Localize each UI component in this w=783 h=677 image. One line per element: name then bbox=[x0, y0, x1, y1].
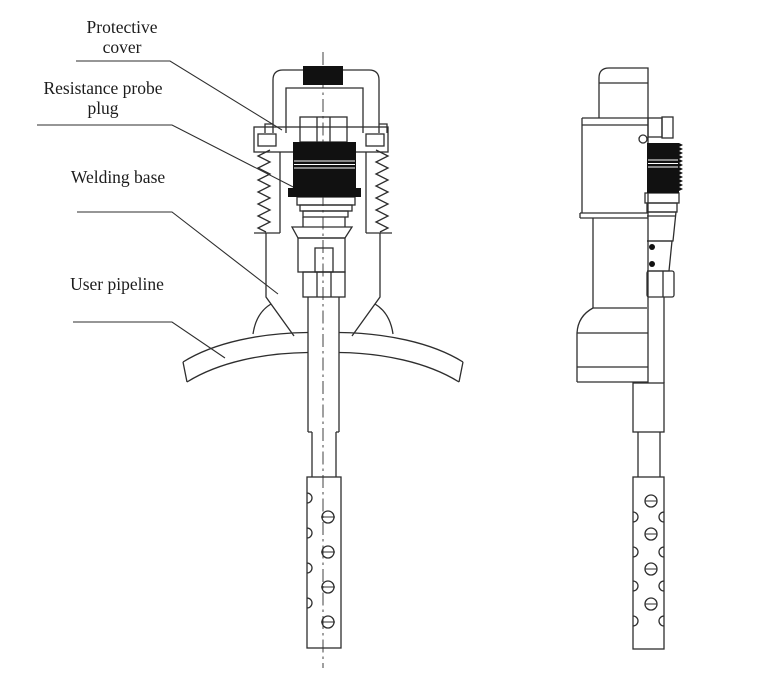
welding-base-wall-right bbox=[351, 233, 381, 337]
flange-slot-right bbox=[365, 133, 385, 147]
probe-shaft bbox=[307, 297, 340, 477]
pipeline-outer-arc bbox=[182, 331, 464, 363]
label-resistance-probe-plug-line2: plug bbox=[87, 98, 118, 118]
callout-labels: Protective cover Resistance probe plug W… bbox=[43, 17, 165, 294]
upper-hex-nut bbox=[299, 116, 348, 143]
pipeline-end-caps bbox=[182, 361, 464, 383]
base-thread-roots bbox=[279, 152, 367, 233]
side-probe-shaft bbox=[637, 432, 661, 477]
side-view bbox=[576, 67, 683, 650]
label-user-pipeline: User pipeline bbox=[70, 274, 164, 294]
leader-protective-cover bbox=[76, 60, 283, 131]
base-thread-right bbox=[374, 149, 390, 233]
pipeline-inner-arc bbox=[186, 351, 460, 383]
side-threaded-plug bbox=[647, 143, 679, 193]
side-vent-hole bbox=[638, 134, 648, 144]
side-plug-groove-lines bbox=[648, 159, 678, 168]
label-protective-cover-line1: Protective bbox=[87, 17, 158, 37]
cover-foot-right bbox=[379, 123, 388, 133]
front-plug-groove-lines bbox=[294, 160, 355, 169]
plug-groove-lines bbox=[294, 160, 355, 169]
stem-step-2 bbox=[299, 204, 353, 212]
side-housing-lower bbox=[592, 218, 647, 309]
weld-fillet-right bbox=[374, 303, 394, 335]
label-resistance-probe-plug-line1: Resistance probe bbox=[43, 78, 162, 98]
flange-slot-left bbox=[257, 133, 277, 147]
side-stem-ring-2 bbox=[646, 202, 678, 213]
side-hex-nut bbox=[646, 270, 675, 298]
label-welding-base: Welding base bbox=[71, 167, 166, 187]
side-probe-hole-chords bbox=[645, 500, 657, 605]
welding-base-wall-left bbox=[265, 233, 295, 337]
side-outlines bbox=[576, 67, 680, 650]
stem-neck bbox=[302, 217, 346, 227]
front-filled-parts bbox=[288, 66, 361, 197]
stem-block bbox=[297, 237, 346, 273]
cover-foot-left bbox=[264, 123, 273, 133]
plug-lug-left bbox=[288, 188, 293, 197]
stem-step-3 bbox=[302, 210, 349, 218]
leader-user-pipeline bbox=[73, 321, 226, 359]
weld-fillet-left bbox=[252, 303, 272, 335]
leader-lines bbox=[37, 60, 304, 359]
side-probe-collar bbox=[632, 382, 665, 433]
side-top-cap bbox=[598, 67, 649, 118]
lower-hex-nut bbox=[302, 271, 346, 298]
side-connector-stub-tip bbox=[661, 116, 674, 139]
lower-hex-nut-facets bbox=[316, 272, 332, 297]
label-protective-cover-line2: cover bbox=[103, 37, 142, 57]
upper-hex-nut-facets bbox=[316, 117, 331, 142]
side-probe-side-holes-left bbox=[632, 511, 639, 627]
side-probe-tip-tube bbox=[632, 476, 665, 650]
probe-side-holes-left bbox=[306, 492, 313, 609]
side-filled-parts bbox=[647, 143, 683, 267]
plug-lug-right bbox=[356, 188, 361, 197]
side-thread-serration bbox=[679, 143, 683, 191]
leader-resistance-probe-plug bbox=[37, 124, 304, 193]
probe-hole-chords bbox=[321, 516, 335, 623]
side-connector-stub bbox=[647, 117, 663, 138]
front-view bbox=[182, 52, 464, 668]
stem-collar bbox=[290, 226, 354, 239]
resistance-probe-plug-body bbox=[293, 142, 356, 197]
side-pin-hole-2 bbox=[649, 261, 655, 267]
side-base-flare bbox=[576, 307, 594, 334]
side-housing-upper bbox=[581, 117, 649, 383]
stem-block-window bbox=[314, 247, 334, 273]
side-plug-grooves bbox=[648, 159, 678, 168]
side-pin-hole-1 bbox=[649, 244, 655, 250]
connector-body-outline bbox=[285, 87, 364, 133]
base-thread-left bbox=[256, 149, 272, 233]
side-housing-lip bbox=[579, 212, 648, 219]
side-stem-ring-1 bbox=[644, 192, 680, 204]
stem-step-1 bbox=[296, 196, 356, 206]
cover-top-knob bbox=[303, 66, 343, 85]
side-pipe-block bbox=[576, 332, 648, 383]
leader-welding-base bbox=[77, 211, 279, 295]
side-probe-side-holes-right bbox=[658, 511, 665, 627]
